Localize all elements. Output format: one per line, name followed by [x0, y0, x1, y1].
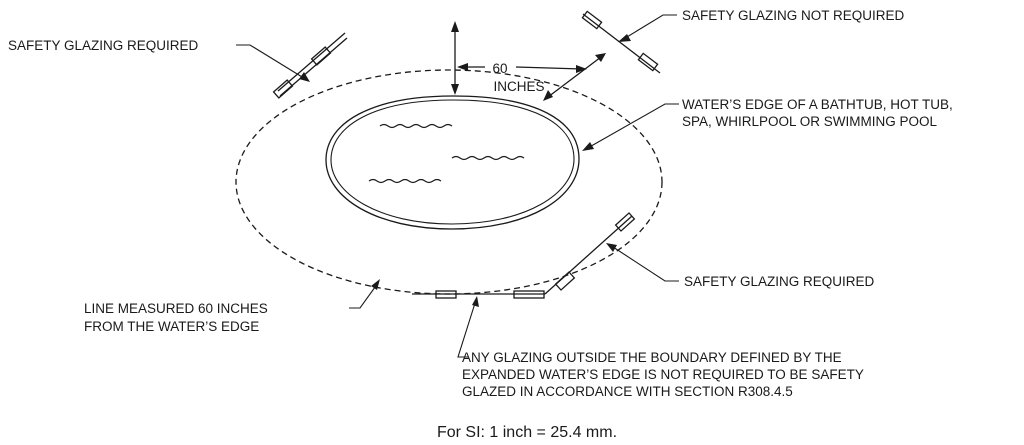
label-outside-boundary-line-2: EXPANDED WATER’S EDGE IS NOT REQUIRED TO…: [462, 367, 864, 382]
boundary-dashed-ellipse: [235, 69, 663, 295]
leader-required-right: [606, 243, 679, 282]
leader-measured-line: [349, 279, 380, 309]
label-safety-glazing-required-top: SAFETY GLAZING REQUIRED: [8, 38, 199, 53]
leader-waters-edge: [582, 103, 679, 151]
si-conversion-footnote: For SI: 1 inch = 25.4 mm.: [437, 424, 617, 441]
label-outside-boundary-line-3: GLAZED IN ACCORDANCE WITH SECTION R308.4…: [462, 384, 793, 399]
water-edge-outline: [325, 95, 580, 230]
glazing-panel-top-right: [581, 10, 661, 74]
glazing-panel-top-left: [272, 32, 348, 99]
vertical-dimension-line: [451, 21, 459, 95]
label-safety-glazing-required-right: SAFETY GLAZING REQUIRED: [684, 274, 875, 289]
water-wave-marks: [368, 123, 525, 184]
dimension-value: 60: [492, 61, 507, 76]
leader-required-top-left: [236, 44, 310, 82]
label-waters-edge-line-2: SPA, WHIRLPOOL OR SWIMMING POOL: [682, 114, 938, 129]
label-outside-boundary-line-1: ANY GLAZING OUTSIDE THE BOUNDARY DEFINED…: [462, 350, 842, 365]
label-safety-glazing-not-required: SAFETY GLAZING NOT REQUIRED: [682, 8, 905, 23]
leader-not-required: [618, 14, 677, 42]
leader-outside-boundary: [457, 296, 479, 358]
label-measured-line-1: LINE MEASURED 60 INCHES: [84, 301, 268, 316]
label-waters-edge-line-1: WATER’S EDGE OF A BATHTUB, HOT TUB,: [682, 97, 953, 112]
diagonal-dimension-line: [543, 53, 606, 101]
horizontal-dimension-leaders: [457, 63, 587, 73]
label-measured-line-2: FROM THE WATER’S EDGE: [84, 319, 259, 334]
dimension-unit: INCHES: [493, 79, 544, 94]
glazing-panel-bottom: [412, 212, 636, 299]
